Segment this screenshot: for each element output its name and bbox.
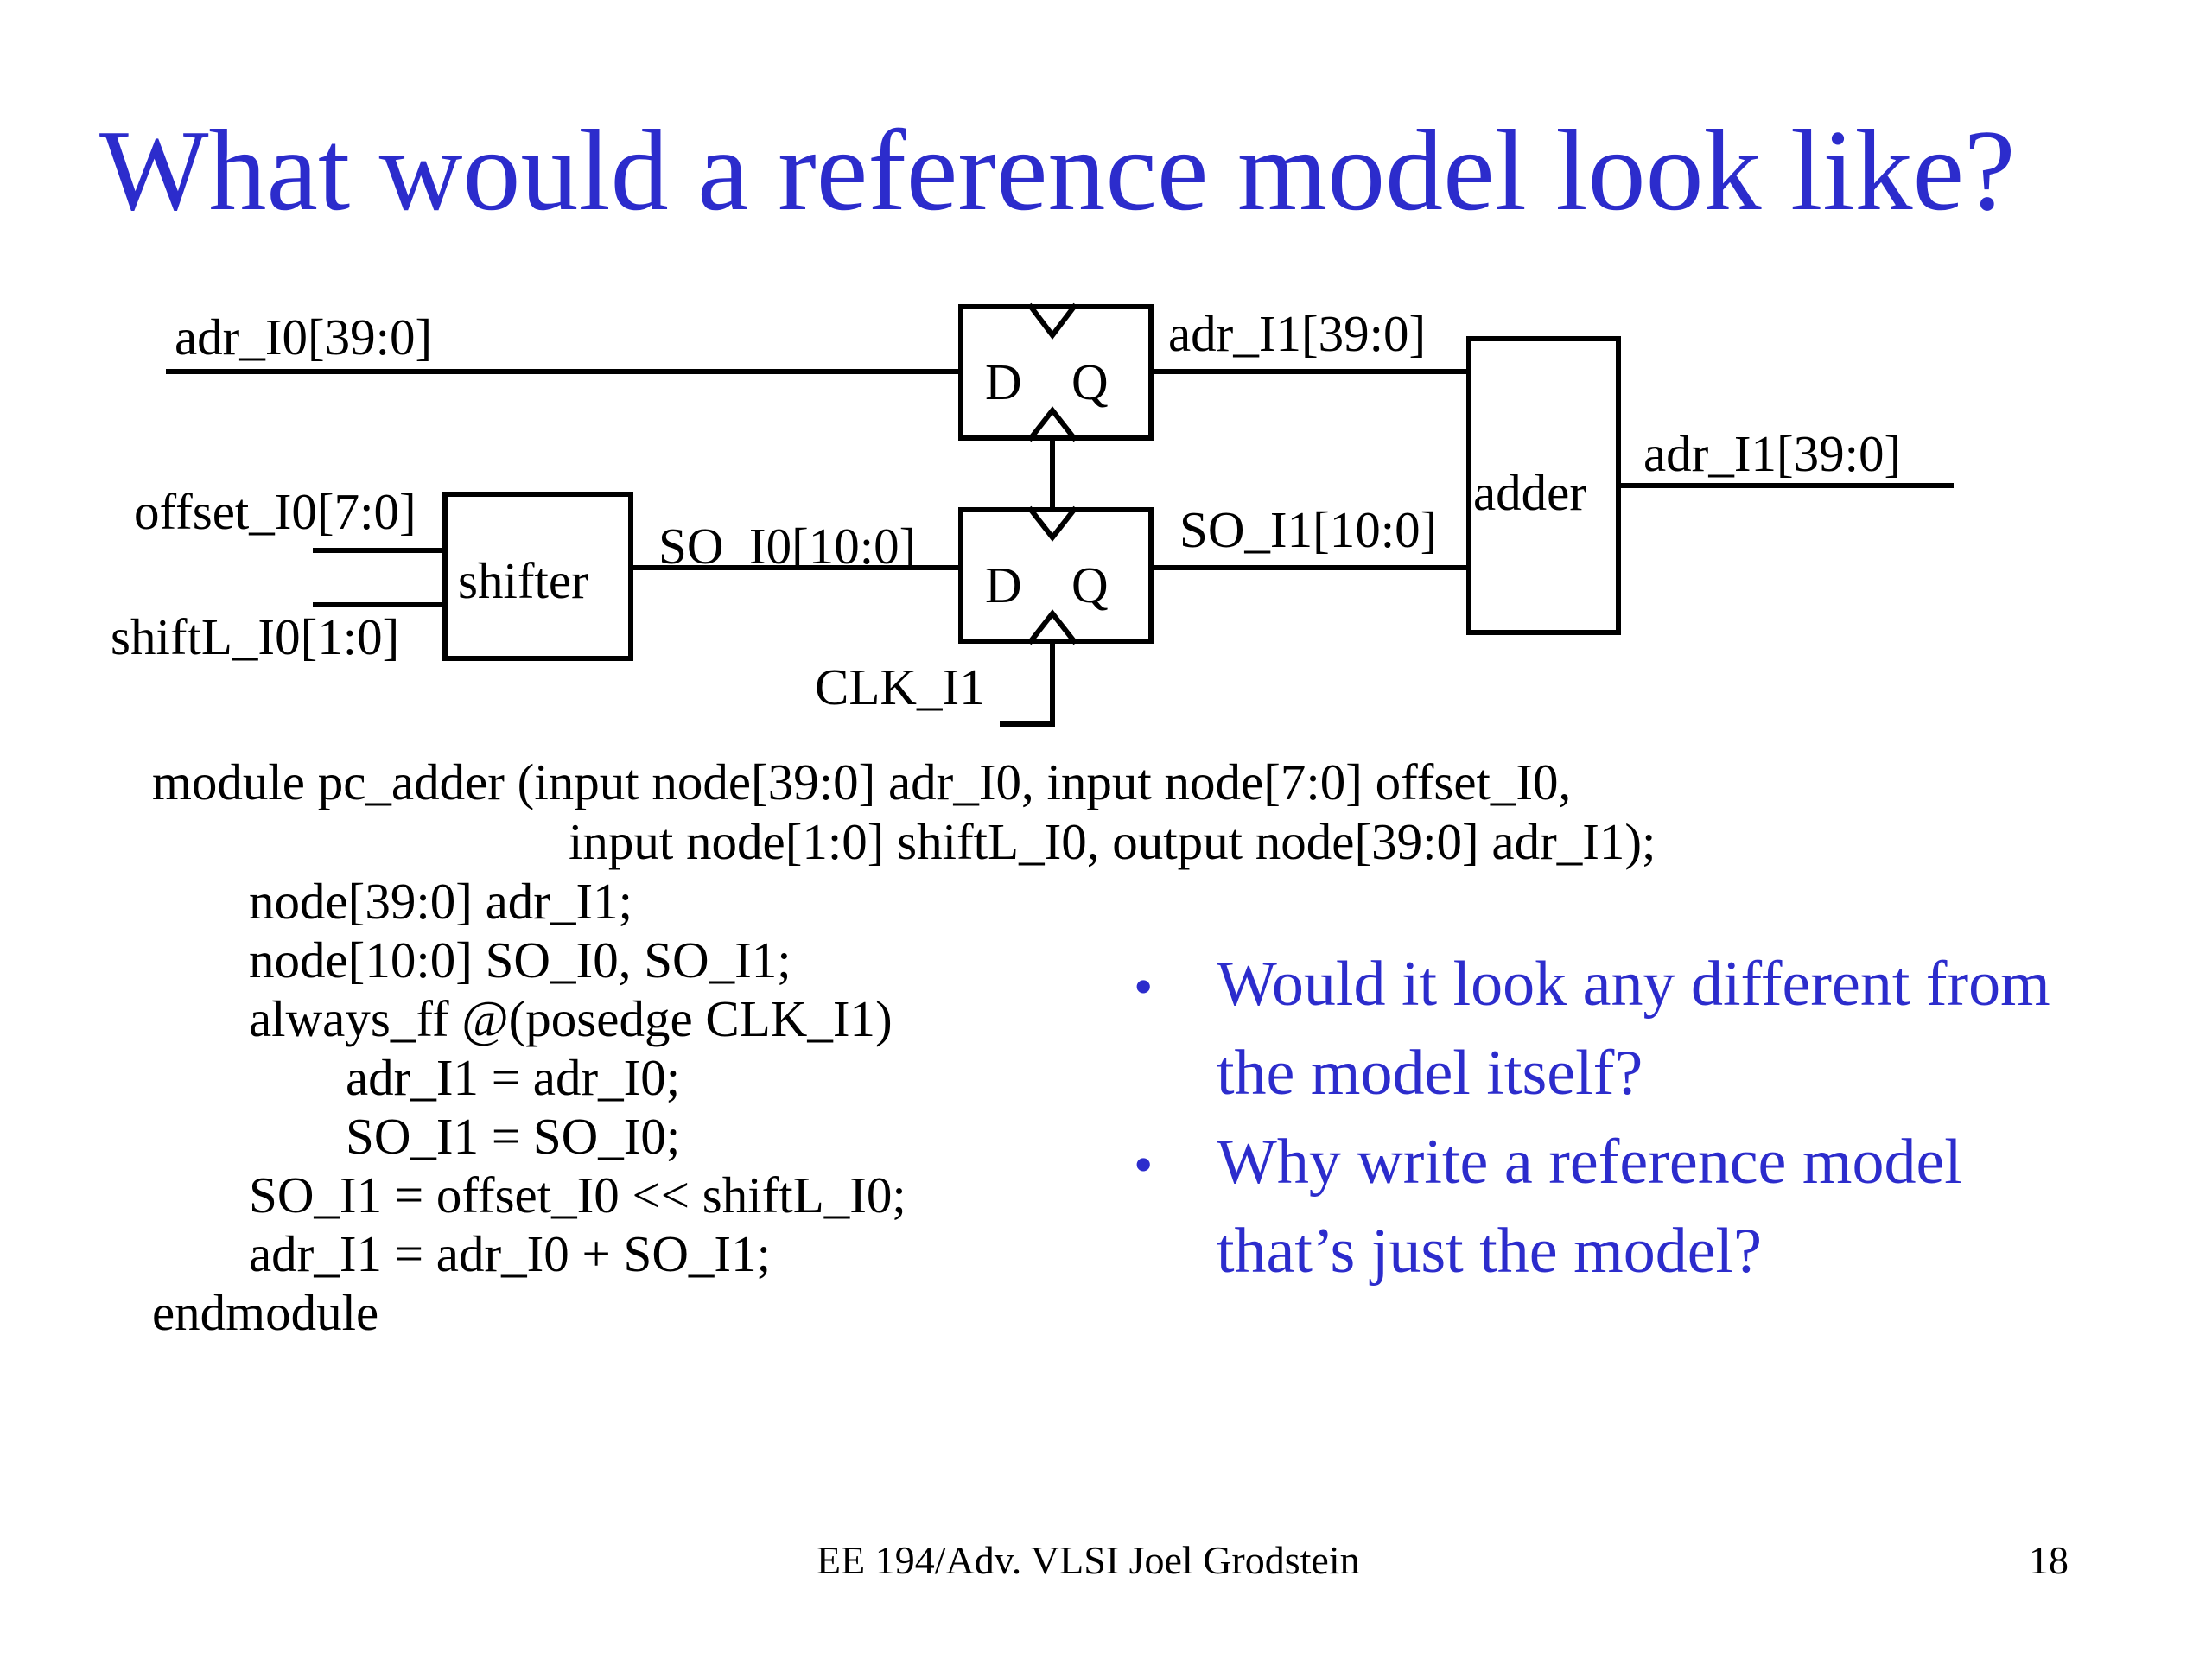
shifter-label: shifter bbox=[458, 552, 588, 609]
signal-adr-i1-out: adr_I1[39:0] bbox=[1643, 425, 1901, 482]
bullet-item: Why write a reference model that’s just … bbox=[1217, 1127, 1962, 1287]
signal-so-i0: SO_I0[10:0] bbox=[658, 518, 916, 575]
signal-shiftl-i0: shiftL_I0[1:0] bbox=[111, 608, 399, 665]
code-line: SO_I1 = SO_I0; bbox=[346, 1108, 681, 1165]
code-line: always_ff @(posedge CLK_I1) bbox=[249, 990, 893, 1047]
flop-top-notch-top bbox=[1027, 302, 1078, 340]
slide-title: What would a reference model look like? bbox=[99, 106, 2016, 234]
signal-adr-i0: adr_I0[39:0] bbox=[175, 308, 432, 365]
code-line: endmodule bbox=[152, 1284, 379, 1341]
signal-offset-i0: offset_I0[7:0] bbox=[134, 483, 416, 540]
signal-adr-i1-mid: adr_I1[39:0] bbox=[1168, 305, 1426, 362]
flop-top-clock-wedge bbox=[1027, 406, 1078, 442]
signal-so-i1: SO_I1[10:0] bbox=[1179, 501, 1437, 558]
flop-bottom-notch-top bbox=[1027, 505, 1078, 542]
code-line: adr_I1 = adr_I0 + SO_I1; bbox=[249, 1225, 771, 1282]
bullet-marker: • bbox=[1134, 956, 1154, 1017]
code-line: node[39:0] adr_I1; bbox=[249, 873, 632, 930]
code-line: node[10:0] SO_I0, SO_I1; bbox=[249, 931, 791, 988]
flop-bottom-d-label: D bbox=[985, 556, 1022, 613]
flop-bottom-clock-wedge bbox=[1027, 609, 1078, 645]
code-line: adr_I1 = adr_I0; bbox=[346, 1049, 681, 1106]
flop-top-d-label: D bbox=[985, 353, 1022, 410]
shifter-box bbox=[442, 492, 633, 661]
bullet-item: Would it look any different from the mod… bbox=[1217, 949, 2050, 1109]
code-line: SO_I1 = offset_I0 << shiftL_I0; bbox=[249, 1166, 906, 1224]
signal-clk-i1: CLK_I1 bbox=[815, 658, 985, 715]
flop-bottom-q-label: Q bbox=[1071, 556, 1109, 613]
footer-center: EE 194/Adv. VLSI Joel Grodstein bbox=[817, 1538, 1360, 1582]
flop-top-q-label: Q bbox=[1071, 353, 1109, 410]
flop-bottom-box bbox=[958, 507, 1154, 644]
code-line: input node[1:0] shiftL_I0, output node[3… bbox=[569, 813, 1656, 870]
page-number: 18 bbox=[2029, 1538, 2069, 1582]
adder-label: adder bbox=[1473, 464, 1586, 521]
code-line: module pc_adder (input node[39:0] adr_I0… bbox=[152, 753, 1572, 810]
bullet-marker: • bbox=[1134, 1134, 1154, 1195]
